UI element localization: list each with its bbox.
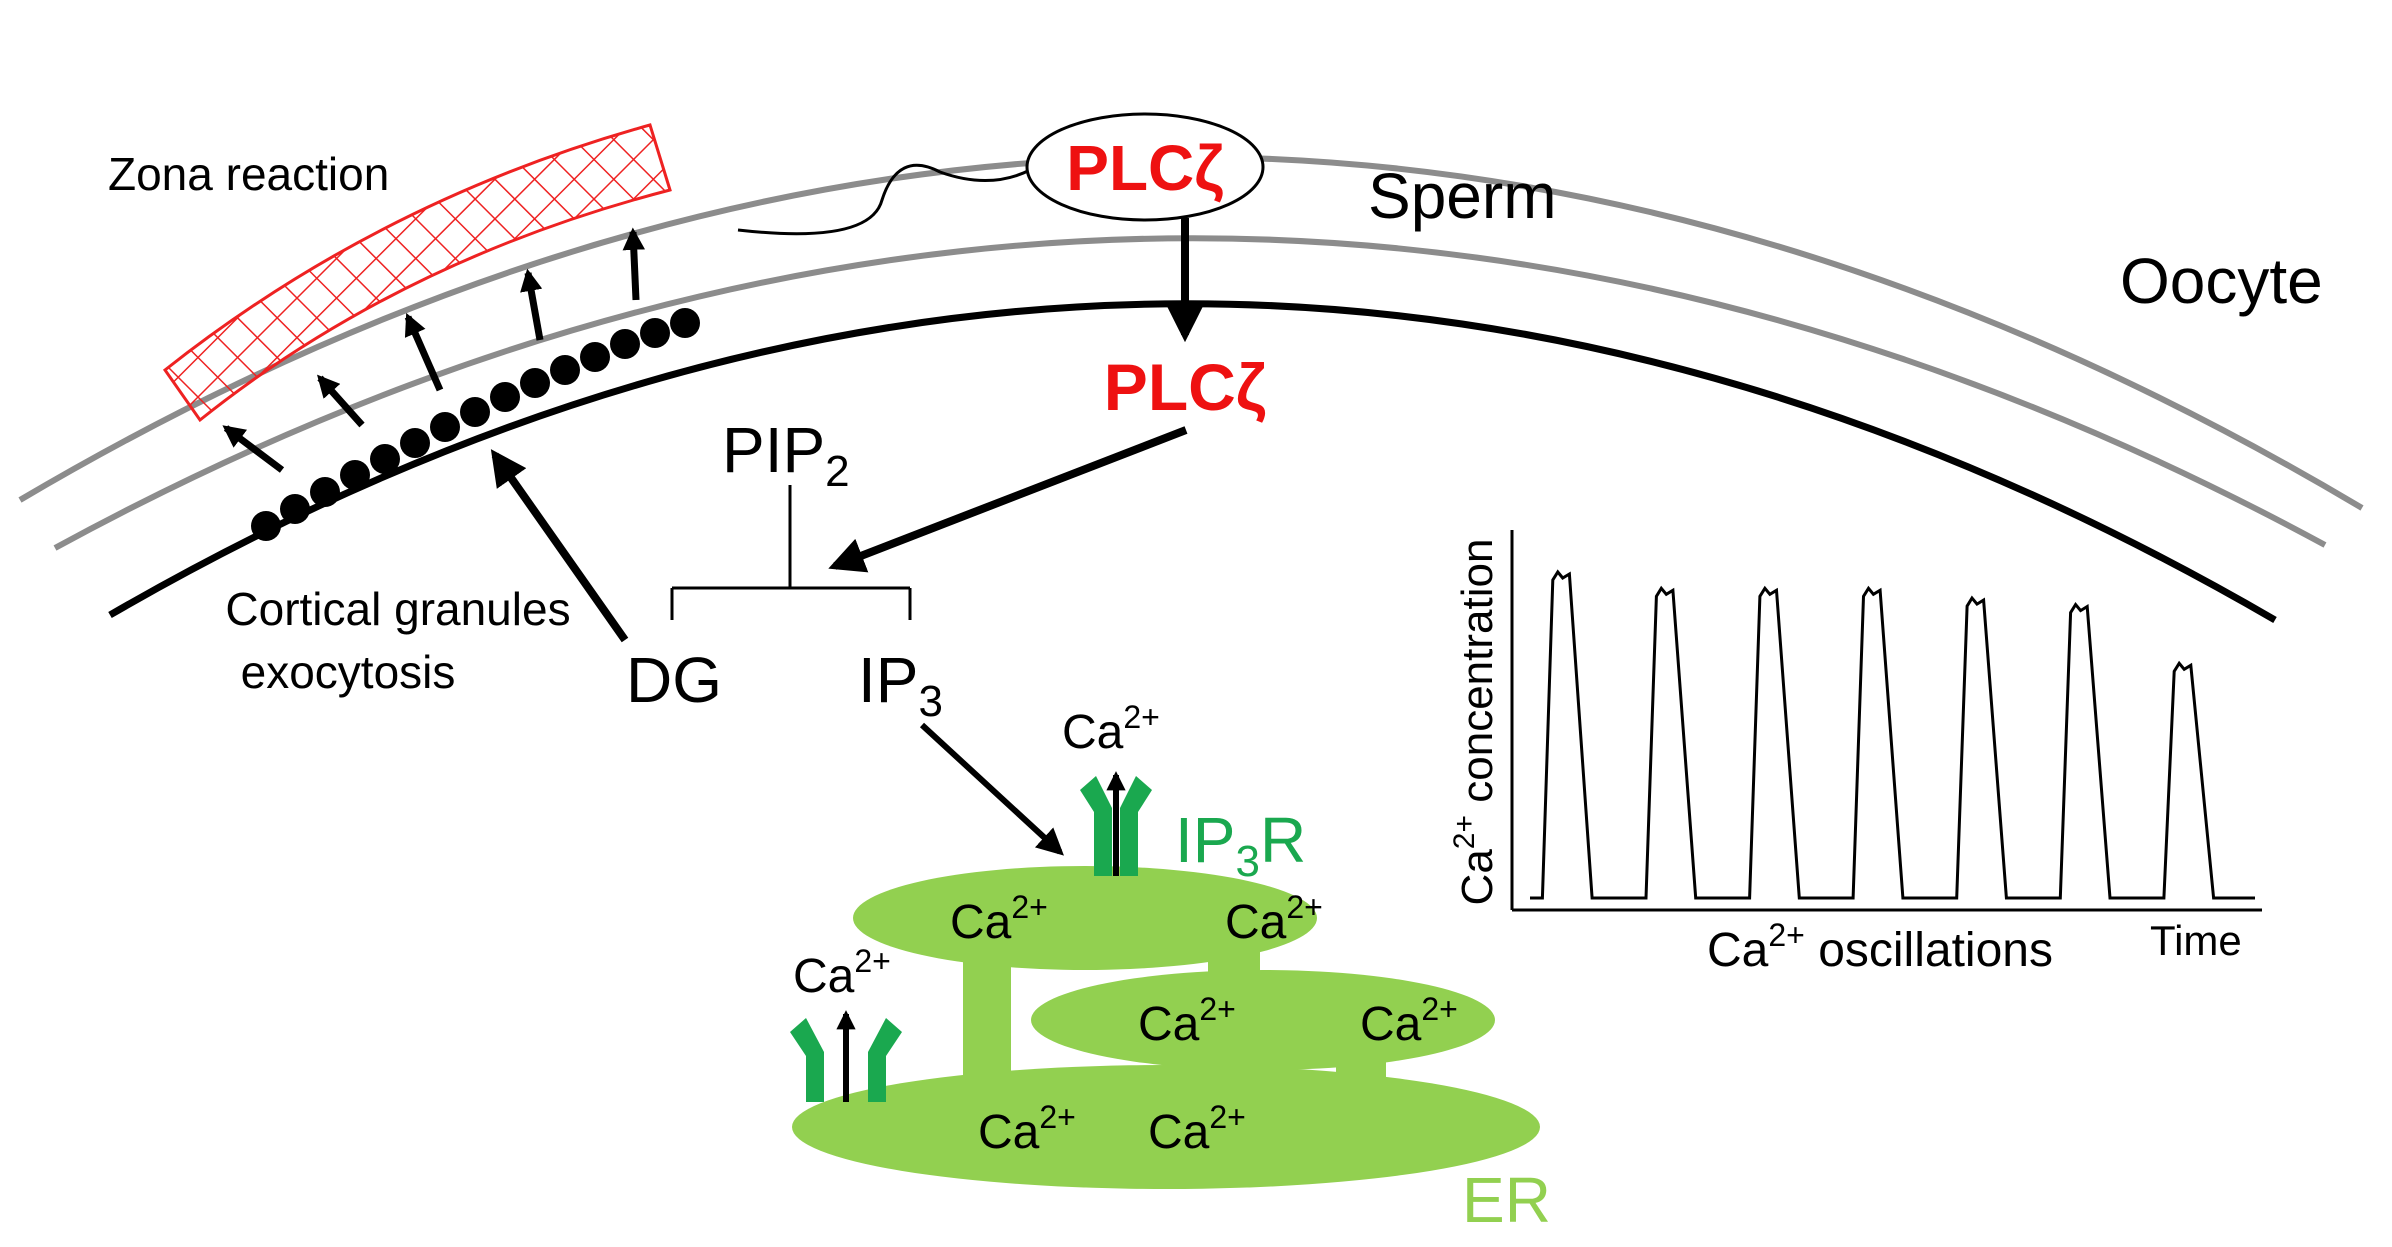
pip2-split-bracket — [670, 485, 912, 620]
oocyte-membrane — [108, 300, 2277, 624]
cortical-granules-label: Cortical granules — [225, 583, 570, 635]
exocytosis-label: exocytosis — [241, 646, 456, 698]
ca-store-label: Ca2+ — [1138, 991, 1236, 1051]
plc-hydrolysis-arrow — [828, 426, 1188, 573]
ip3-binding-arrow — [919, 722, 1064, 856]
chart-time-label: Time — [2150, 917, 2242, 964]
ca-store-label: Ca2+ — [1225, 889, 1323, 949]
sperm-head — [1025, 112, 1265, 222]
ca-store-label: Ca2+ — [1360, 991, 1458, 1051]
plc-zeta-oocyte-label: PLCζ — [1104, 350, 1266, 424]
sperm-label: Sperm — [1368, 160, 1557, 232]
ca-store-label: Ca2+ — [950, 889, 1048, 949]
pip2-label: PIP2 — [722, 414, 850, 496]
endoplasmic-reticulum — [792, 866, 1540, 1189]
ca-store-label: Ca2+ — [978, 1099, 1076, 1159]
sperm-tail — [737, 163, 1031, 236]
zona-reaction-region — [162, 123, 672, 423]
ip3-label: IP3 — [858, 644, 943, 726]
dg-label: DG — [626, 644, 722, 716]
ca-released-top-label: Ca2+ — [1062, 699, 1160, 759]
ip3-receptor-top — [1080, 776, 1152, 876]
oocyte-label: Oocyte — [2120, 245, 2323, 317]
exocytosis-arrows — [222, 227, 645, 473]
ip3-receptor-left — [790, 1018, 902, 1102]
zona-inner-boundary — [53, 235, 2327, 551]
chart-series-line — [1530, 569, 2255, 900]
dg-exocytosis-arrow — [490, 449, 629, 643]
cortical-granules — [251, 308, 700, 541]
chart-y-axis-label: Ca2+ concentration — [1448, 539, 1502, 906]
ca-released-left-label: Ca2+ — [793, 943, 891, 1003]
er-label: ER — [1462, 1164, 1551, 1236]
ip3r-label: IP3R — [1175, 804, 1306, 886]
calcium-oscillation-chart: Ca2+ concentration Ca2+ oscillations Tim… — [1448, 530, 2262, 977]
plc-zeta-sperm-label: PLCζ — [1066, 132, 1223, 204]
chart-x-axis-label: Ca2+ oscillations — [1707, 917, 2053, 977]
er-calcium-labels: Ca2+ Ca2+ Ca2+ Ca2+ Ca2+ Ca2+ — [950, 889, 1458, 1159]
zona-reaction-label: Zona reaction — [108, 148, 389, 200]
ca-store-label: Ca2+ — [1148, 1099, 1246, 1159]
